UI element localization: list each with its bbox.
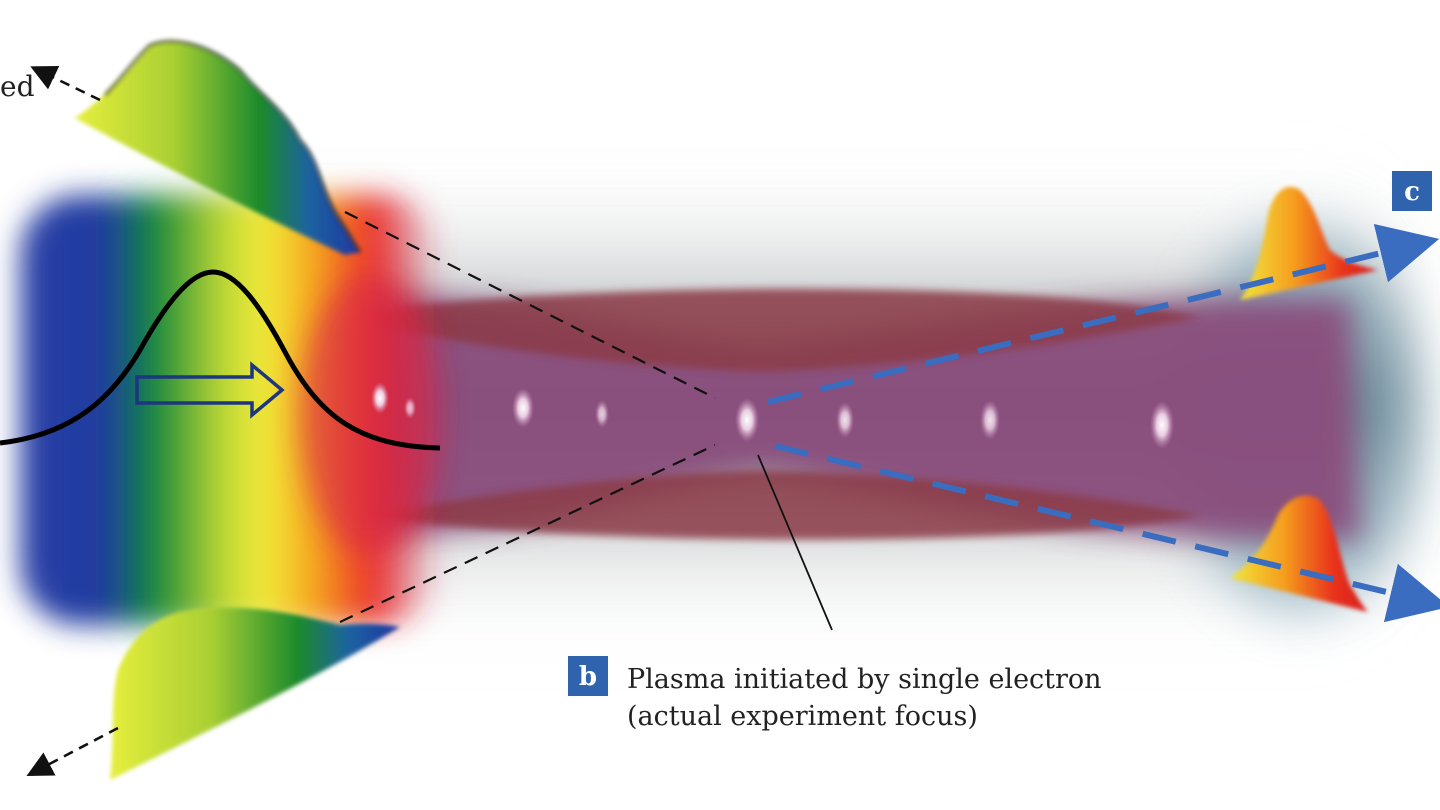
incoming-dashed-line-bottom [339, 444, 716, 623]
plasma-spot [404, 397, 416, 419]
caption-line-2: (actual experiment focus) [627, 701, 978, 732]
scatter-arrow-bottom-left [26, 726, 119, 777]
spectrum-blend [300, 275, 440, 555]
top-left-label-fragment: ed [0, 70, 35, 103]
propagation-direction-arrow [135, 361, 285, 419]
badge-b-box [568, 656, 608, 696]
plasma-spot [512, 388, 534, 428]
badge-c: c [1392, 171, 1432, 211]
scattered-wedge-bottom [110, 607, 400, 780]
caption-b: b Plasma initiated by single electron (a… [568, 656, 1102, 732]
scattered-pulse-lower-right [1230, 495, 1368, 612]
scattered-pulse-upper-right [1240, 186, 1378, 300]
plasma-channel [300, 296, 1360, 541]
scatter-arrow-lower-right [774, 443, 1440, 623]
scatter-arrow-upper-right [767, 223, 1440, 405]
scattered-wedge-top-outline [103, 39, 362, 253]
badge-c-letter: c [1404, 177, 1420, 207]
scattered-wedge-top [75, 41, 360, 255]
plasma-spot [595, 400, 609, 428]
plasma-spot-focus [735, 398, 759, 442]
plasma-spot [836, 402, 854, 438]
badge-c-box [1392, 171, 1432, 211]
incoming-dashed-line-top [344, 211, 716, 399]
plasma-spots [371, 382, 1174, 449]
caption-line-1: Plasma initiated by single electron [627, 664, 1102, 695]
plasma-spot [1150, 401, 1174, 449]
plasma-spot [980, 400, 1000, 440]
plasma-spot [371, 382, 389, 414]
scatter-arrow-top-left [30, 65, 101, 102]
badge-b-letter: b [579, 662, 597, 692]
gaussian-envelope-curve [0, 269, 441, 451]
caption-pointer-line [757, 454, 833, 631]
